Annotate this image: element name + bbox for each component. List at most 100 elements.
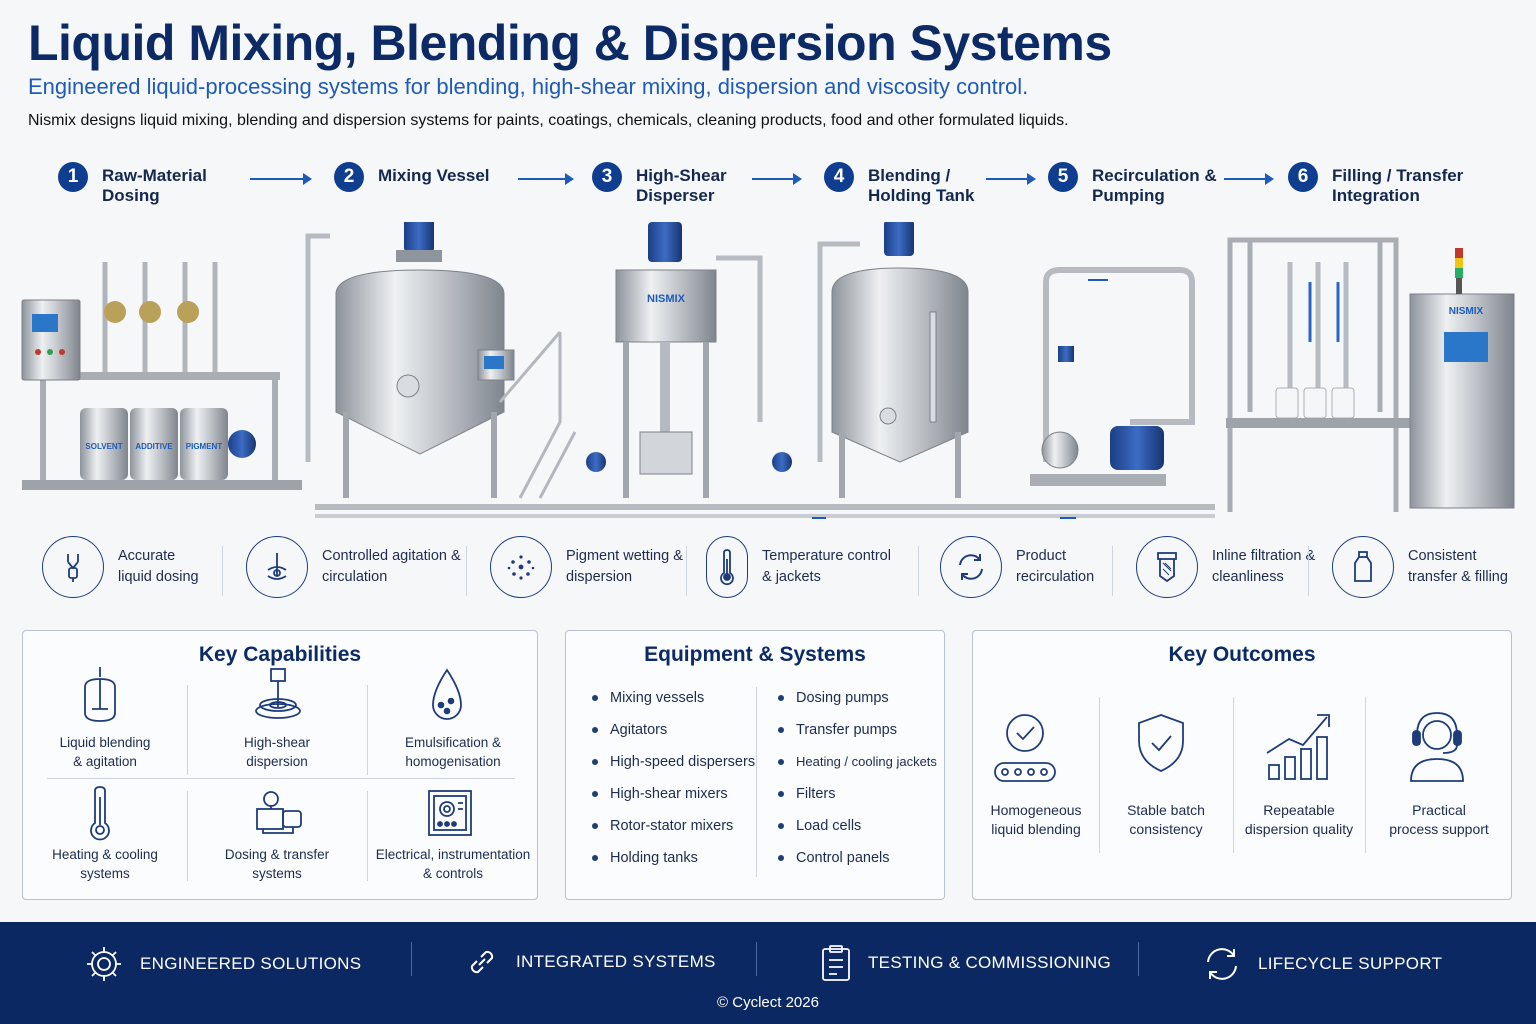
footer-item: LIFECYCLE SUPPORT (1202, 944, 1442, 984)
equipment-list-left: Mixing vessels Agitators High-speed disp… (588, 689, 755, 881)
droplet-icon (432, 668, 462, 720)
pigment-icon (490, 536, 552, 598)
list-item: Control panels (774, 849, 937, 881)
high-shear-disperser: NISMIX (586, 222, 792, 498)
step-5: 5 Recirculation & Pumping (1048, 162, 1242, 206)
dosing-icon (42, 536, 104, 598)
arrow-icon (250, 173, 312, 185)
page-description: Nismix designs liquid mixing, blending a… (28, 112, 1069, 129)
feature-text: Accurate liquid dosing (118, 548, 199, 585)
feature-item: Pigment wetting & dispersion (490, 536, 686, 598)
clipboard-icon (822, 945, 850, 981)
panel-title: Equipment & Systems (644, 643, 866, 666)
mixing-vessel (305, 222, 577, 499)
brand-label: NISMIX (1449, 306, 1484, 317)
panel-title: Key Capabilities (198, 643, 362, 666)
key-outcomes-panel: Key Outcomes Homogeneous liquid blending… (972, 630, 1512, 900)
shield-check-icon (1138, 714, 1184, 772)
equipment-systems-panel: Equipment & Systems Mixing vessels Agita… (565, 630, 945, 900)
high-shear-icon (255, 668, 301, 719)
equipment-list-right: Dosing pumps Transfer pumps Heating / co… (774, 689, 937, 881)
conveyor-check-icon (994, 714, 1056, 782)
capability-text: Liquid blending & agitation (59, 735, 151, 769)
feature-item: Product recirculation (940, 536, 1116, 598)
step-label: High-Shear Disperser (636, 166, 727, 205)
step-label: Blending / Holding Tank (868, 166, 975, 205)
list-item: Agitators (588, 721, 755, 753)
hmi-screen-icon (32, 314, 58, 332)
link-icon (470, 950, 494, 974)
feature-text: Controlled agitation & circulation (322, 548, 461, 585)
feature-item: Controlled agitation & circulation (246, 536, 462, 598)
list-item: Rotor-stator mixers (588, 817, 755, 849)
step-4: 4 Blending / Holding Tank (824, 162, 1018, 206)
step-label: Recirculation & Pumping (1092, 166, 1217, 205)
capability-text: Electrical, instrumentation & controls (375, 847, 531, 881)
bottle-icon (1332, 536, 1394, 598)
step-6: 6 Filling / Transfer Integration (1288, 162, 1482, 206)
footer-item: TESTING & COMMISSIONING (820, 944, 1111, 982)
dosing-skid: SOLVENT ADDITIVE PIGMENT (21, 262, 302, 490)
drum-label: ADDITIVE (135, 442, 173, 451)
drum-label: PIGMENT (186, 442, 223, 451)
brand-label: NISMIX (647, 293, 686, 305)
copyright: © Cyclect 2026 (717, 994, 819, 1011)
step-1: 1 Raw-Material Dosing (58, 162, 252, 206)
feature-text: Product recirculation (1016, 548, 1095, 585)
capability-text: Dosing & transfer systems (224, 847, 330, 881)
list-item: Transfer pumps (774, 721, 937, 753)
feature-item: Accurate liquid dosing (42, 536, 208, 598)
step-label: Filling / Transfer Integration (1332, 166, 1464, 205)
footer-item: INTEGRATED SYSTEMS (464, 944, 716, 980)
capability-text: Emulsification & homogenisation (404, 735, 502, 769)
drum-label: SOLVENT (85, 442, 122, 451)
feature-text: Inline filtration & cleanliness (1212, 548, 1316, 585)
list-item: High-speed dispersers (588, 753, 755, 785)
feature-text: Consistent transfer & filling (1408, 548, 1508, 585)
step-3: 3 High-Shear Disperser (592, 162, 786, 206)
capability-text: Heating & cooling systems (52, 847, 158, 881)
page-subtitle: Engineered liquid-processing systems for… (28, 74, 1029, 99)
capability-text: High-shear dispersion (243, 735, 311, 769)
feature-item: Inline filtration & cleanliness (1136, 536, 1322, 598)
filter-icon (1136, 536, 1198, 598)
list-item: Mixing vessels (588, 689, 755, 721)
footer-bar: ENGINEERED SOLUTIONS INTEGRATED SYSTEMS … (0, 922, 1536, 1024)
blending-tank-icon (84, 667, 116, 722)
footer-label: ENGINEERED SOLUTIONS (140, 954, 362, 973)
list-item: Holding tanks (588, 849, 755, 881)
step-number: 4 (824, 162, 854, 192)
step-number: 2 (334, 162, 364, 192)
feature-text: Temperature control & jackets (762, 548, 891, 585)
process-steps: 1 Raw-Material Dosing 2 Mixing Vessel 3 … (0, 162, 1536, 222)
agitator-icon (246, 536, 308, 598)
cycle-icon (1207, 948, 1237, 980)
blending-holding-tank (817, 222, 969, 498)
footer-label: INTEGRATED SYSTEMS (516, 952, 716, 971)
step-number: 3 (592, 162, 622, 192)
list-item: High-shear mixers (588, 785, 755, 817)
growth-chart-icon (1266, 714, 1330, 780)
step-label: Mixing Vessel (378, 166, 490, 185)
arrow-icon (986, 173, 1036, 185)
list-item: Load cells (774, 817, 937, 849)
step-number: 1 (58, 162, 88, 192)
control-panel-icon (428, 790, 472, 836)
recirculation-icon (940, 536, 1002, 598)
panel-title: Key Outcomes (1168, 643, 1316, 666)
feature-item: Temperature control & jackets (706, 536, 902, 598)
footer-label: TESTING & COMMISSIONING (868, 953, 1112, 972)
list-item: Dosing pumps (774, 689, 937, 721)
footer-item: ENGINEERED SOLUTIONS (84, 944, 361, 984)
outcome-text: Stable batch consistency (1127, 802, 1205, 837)
outcome-text: Repeatable dispersion quality (1244, 802, 1354, 837)
outcome-text: Homogeneous liquid blending (990, 802, 1082, 837)
arrow-icon (518, 173, 574, 185)
footer-label: LIFECYCLE SUPPORT (1258, 954, 1443, 973)
thermometer-icon (90, 786, 110, 841)
gear-icon (87, 947, 121, 981)
arrow-icon (752, 173, 802, 185)
step-2: 2 Mixing Vessel (334, 162, 528, 192)
process-plant-illustration: SOLVENT ADDITIVE PIGMENT NISMIX (21, 222, 1515, 519)
pump-icon (256, 791, 302, 834)
